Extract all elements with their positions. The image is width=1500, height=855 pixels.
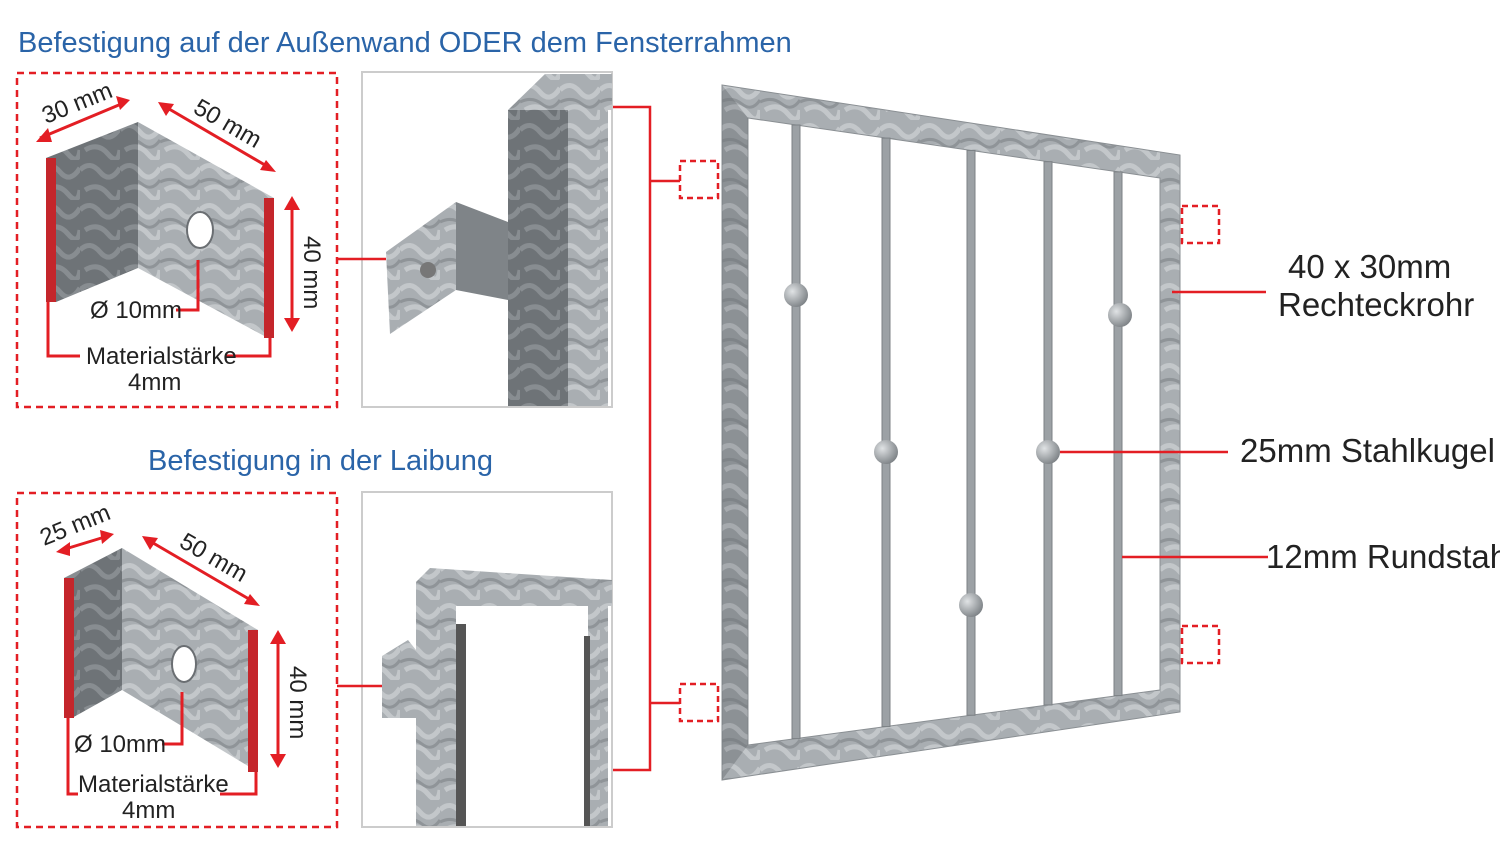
bracket-wall-panel: 30 mm 50 mm 40 mm Ø 10mm Materialstärke …: [15, 71, 339, 409]
dim-hole: Ø 10mm: [90, 297, 182, 324]
callout-frame-type: Rechteckrohr: [1278, 286, 1474, 323]
mount-point-markers: [678, 159, 1221, 723]
dim-height: 40 mm: [284, 666, 311, 739]
material-value: 4mm: [122, 797, 175, 824]
material-value: 4mm: [128, 369, 181, 396]
bracket-edge: [46, 158, 56, 302]
steel-ball: [1108, 303, 1132, 327]
round-bar: [881, 137, 891, 728]
dim-height: 40 mm: [298, 236, 325, 309]
dim-hole: Ø 10mm: [74, 731, 166, 758]
reveal-mount-detail: [361, 491, 613, 828]
steel-ball: [1036, 440, 1060, 464]
bracket-reveal-panel: 25 mm 50 mm 40 mm Ø 10mm Materialstärke …: [15, 491, 339, 829]
bolt-hole: [186, 211, 214, 249]
round-bar: [1113, 171, 1123, 697]
steel-ball: [959, 593, 983, 617]
material-label: Materialstärke: [86, 343, 237, 370]
steel-ball: [874, 440, 898, 464]
title-outer-wall: Befestigung auf der Außenwand ODER dem F…: [18, 27, 792, 59]
bracket-short-leg: [46, 122, 138, 302]
callout-ball: 25mm Stahlkugel: [1240, 432, 1495, 469]
callout-frame-size: 40 x 30mm: [1288, 248, 1451, 285]
callout-bar: 12mm Rundstahl: [1266, 538, 1500, 575]
callout-lines: [1060, 290, 1268, 559]
title-reveal: Befestigung in der Laibung: [148, 445, 493, 477]
dim-short-leg: 25 mm: [36, 499, 114, 552]
round-bar: [1043, 161, 1053, 706]
round-bar: [966, 149, 976, 716]
connector-lines: [337, 105, 680, 772]
steel-ball: [784, 283, 808, 307]
round-bar: [791, 124, 801, 740]
window-grille: [721, 84, 1181, 781]
wall-mount-detail: [361, 71, 613, 408]
material-label: Materialstärke: [78, 771, 229, 798]
